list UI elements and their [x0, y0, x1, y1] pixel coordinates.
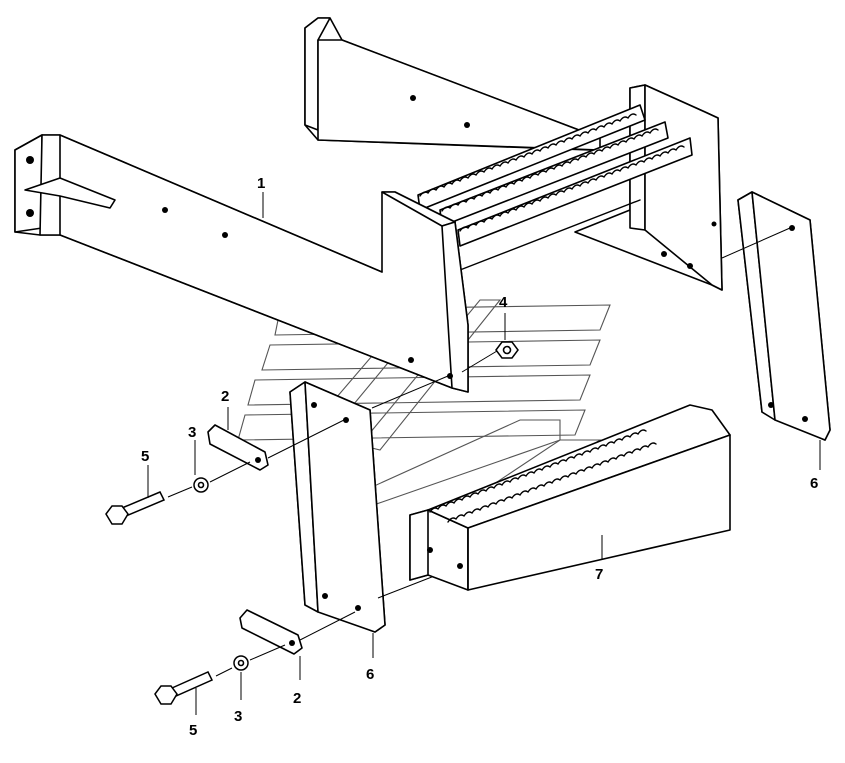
callout-3-lower: 3	[234, 708, 242, 725]
bolt-hole	[687, 263, 693, 269]
spacer-plate-right: 6	[721, 191, 831, 492]
tread-bar-bottom	[457, 137, 693, 247]
callout-2-lower: 2	[293, 690, 301, 707]
bolt-hole	[427, 547, 433, 553]
callout-6-left: 6	[366, 666, 374, 683]
callout-3-upper: 3	[188, 424, 196, 441]
lower-step: 7	[409, 404, 731, 591]
gusset	[24, 177, 116, 209]
clamp-plate-upper	[207, 424, 269, 471]
callout-2-upper: 2	[221, 388, 229, 405]
bolt-hole	[768, 402, 774, 408]
callout-7: 7	[595, 566, 603, 583]
bolt-hole	[457, 563, 463, 569]
bolt-hole	[408, 357, 414, 363]
bolt-hole	[222, 232, 228, 238]
bolt-hole	[26, 209, 34, 217]
bolt-hole	[410, 95, 416, 101]
spacer-plate-left: 6	[289, 375, 461, 683]
callout-5-lower: 5	[189, 722, 197, 739]
front-support-arm	[14, 134, 469, 393]
bolt-hole	[447, 373, 453, 379]
bolt-hole	[162, 207, 168, 213]
clamp-plate-lower	[239, 609, 303, 655]
bolt-hole	[711, 221, 717, 227]
bolt-hole	[661, 251, 667, 257]
bolt-hole	[26, 156, 34, 164]
bolt-hole	[802, 416, 808, 422]
bolt-hole	[322, 593, 328, 599]
bolt-hole	[789, 225, 795, 231]
main-step-bracket: 1	[14, 17, 723, 393]
bolt-lower	[170, 671, 214, 697]
bolt-hole	[355, 605, 361, 611]
bolt-hole	[343, 417, 349, 423]
bolt-hole	[464, 122, 470, 128]
callout-4: 4	[499, 294, 508, 311]
callout-5-upper: 5	[141, 448, 149, 465]
nut: 4	[461, 294, 519, 373]
bolt-hole	[311, 402, 317, 408]
callout-6-right: 6	[810, 475, 818, 492]
bolt-upper	[120, 491, 166, 517]
lower-fastener-set: 2 3 5	[154, 609, 356, 739]
callout-1: 1	[257, 175, 265, 192]
upper-fastener-set: 2 3 5	[105, 388, 345, 525]
